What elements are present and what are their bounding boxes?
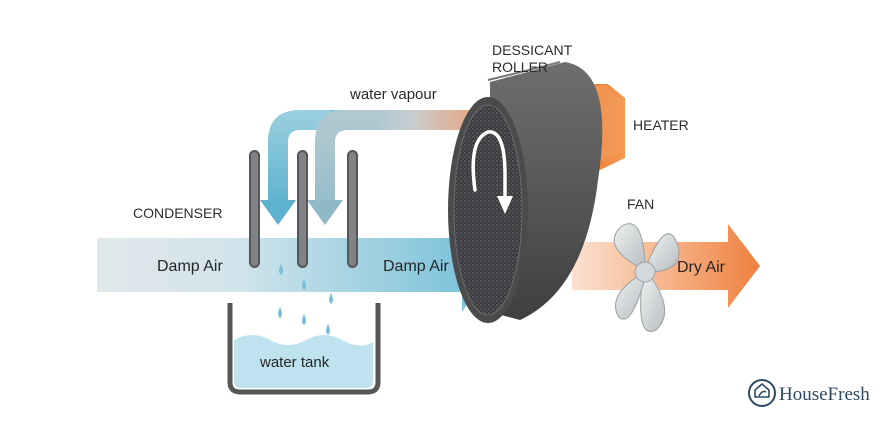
dry-air-label: Dry Air: [677, 259, 726, 276]
damp-air-in-label: Damp Air: [157, 258, 223, 275]
brand-name: HouseFresh: [779, 384, 870, 405]
water-tank-label: water tank: [259, 354, 330, 371]
condenser-label: CONDENSER: [133, 205, 222, 221]
water-tank: [227, 303, 381, 395]
rotation-arrow-icon: [471, 130, 513, 214]
dessicant-label-line2: ROLLER: [492, 59, 548, 75]
damp-air-mid-label: Damp Air: [383, 258, 449, 275]
heater-label: HEATER: [633, 117, 689, 133]
fan-label: FAN: [627, 196, 654, 212]
condenser: [249, 150, 358, 268]
dessicant-label-line1: DESSICANT: [492, 42, 573, 58]
dessicant-roller: [448, 61, 603, 323]
water-vapour-arrow: [260, 110, 480, 225]
fan-icon: [613, 223, 680, 332]
water-droplets: [278, 264, 333, 335]
brand-logo: HouseFresh: [748, 379, 870, 407]
damp-air-arrow: [97, 218, 492, 312]
water-vapour-label: water vapour: [349, 86, 437, 103]
house-leaf-icon: [748, 379, 776, 407]
